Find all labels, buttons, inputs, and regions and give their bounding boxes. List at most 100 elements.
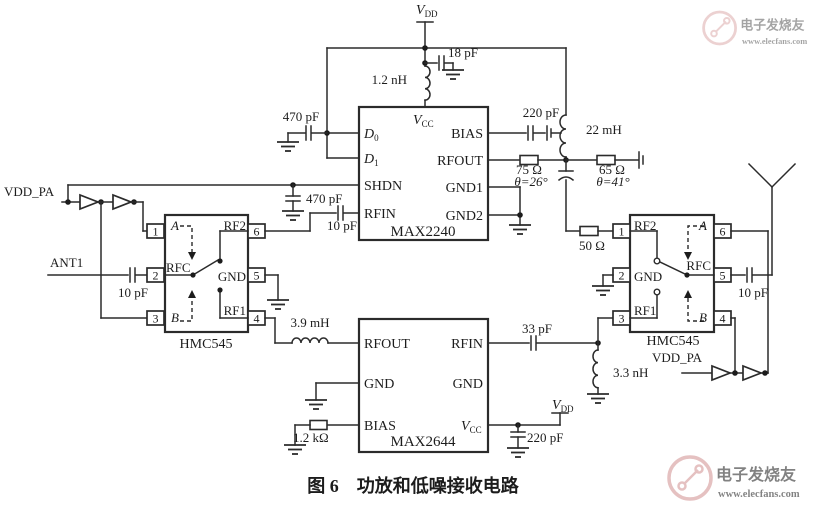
- d0-main: D: [363, 127, 374, 142]
- pin-number-2: 2: [153, 269, 159, 283]
- pin-label-bias: BIAS: [451, 127, 483, 142]
- vcc-subscript: CC: [422, 119, 434, 129]
- watermark-site: www.elecfans.com: [718, 489, 800, 500]
- buffer-icon: [711, 364, 733, 382]
- vdd-rail: VDD: [324, 3, 567, 159]
- chip-hmc545-right: 1 2 3 6 5 4 RF2 A GND RFC RF1 B HMC545: [591, 162, 797, 382]
- pin-label-d1: D1: [363, 152, 379, 168]
- port-label-rf2: RF2: [224, 218, 246, 233]
- capacitor-10pf-rfin-label: 10 pF: [327, 218, 357, 233]
- pin-number-1: 1: [619, 225, 625, 239]
- watermark-bottom-right: 电子发烧友 www.elecfans.com: [667, 455, 800, 501]
- pin-number-4: 4: [720, 312, 726, 326]
- pin-number-5: 5: [254, 269, 260, 283]
- vcc-subscript: CC: [470, 425, 482, 435]
- pin-number-3: 3: [619, 312, 625, 326]
- chip-name-hmc545-right: HMC545: [647, 334, 700, 349]
- coil-icon: [592, 349, 599, 389]
- pin-label-gnd-right: GND: [453, 377, 483, 392]
- capacitor-470pf-d0-label: 470 pF: [283, 109, 319, 124]
- resistor-1.2k: [309, 419, 328, 431]
- pin-number-5: 5: [720, 269, 726, 283]
- watermark-logo-dot: [694, 464, 704, 474]
- ground-icon: [283, 444, 307, 455]
- resistor-1.2k-label: 1.2 kΩ: [293, 430, 329, 445]
- port-label-a: A: [698, 218, 707, 233]
- watermark-logo-icon: [702, 10, 738, 46]
- ground-icon: [304, 399, 328, 410]
- switch-arm: [191, 258, 220, 277]
- junction-dot: [65, 199, 71, 205]
- antenna-icon: [747, 162, 797, 276]
- watermark-logo-dot: [677, 481, 687, 491]
- chip-hmc545-left: 1 2 3 6 5 4 A RF2 RFC GND B RF1 HMC545: [146, 205, 360, 352]
- vdd2-subscript: DD: [561, 404, 574, 414]
- resistor-50ohm-label: 50 Ω: [579, 238, 605, 253]
- chip-name-max2644: MAX2644: [390, 434, 456, 450]
- vdd-net-label: VDD: [416, 3, 438, 19]
- watermark-top-right: 电子发烧友 www.elecfans.com: [702, 10, 807, 46]
- port-label-rf1: RF1: [224, 303, 246, 318]
- capacitor-220pf-bias-label: 220 pF: [523, 105, 559, 120]
- figure-caption: 图 6 功放和低噪接收电路: [307, 475, 519, 496]
- inductor-3.3nh-label: 3.3 nH: [613, 365, 648, 380]
- pin-label-shdn: SHDN: [364, 179, 402, 194]
- pin-number-6: 6: [720, 225, 726, 239]
- resistor-65ohm-label: 65 Ω: [599, 162, 625, 177]
- bias-network: 220 pF 22 mH: [487, 47, 622, 161]
- coil-icon: [559, 114, 567, 158]
- d1-subscript: 1: [374, 158, 379, 168]
- pin-number-2: 2: [619, 269, 625, 283]
- vdd-subscript: DD: [425, 9, 438, 19]
- chip-name-hmc545-left: HMC545: [180, 337, 233, 352]
- pin-label-bias: BIAS: [364, 419, 396, 434]
- control-a-dashed-line: [180, 225, 193, 252]
- chip-max2644: RFOUT GND BIAS RFIN GND VCC MAX2644 1.2 …: [283, 317, 648, 458]
- resistor-50ohm: [579, 225, 599, 237]
- ant1-label: ANT1: [50, 255, 83, 270]
- junction-dot: [762, 370, 768, 376]
- capacitor-33pf-label: 33 pF: [522, 321, 552, 336]
- inductor-3.9mh-label: 3.9 mH: [291, 315, 330, 330]
- vdd2-main: V: [552, 398, 562, 413]
- ground-icon: [586, 393, 610, 404]
- capacitor-10pf-ant-right-label: 10 pF: [738, 285, 768, 300]
- junction-dot: [422, 45, 428, 51]
- port-label-gnd: GND: [634, 269, 662, 284]
- vcc-main: V: [413, 113, 423, 128]
- vdd-pa-left-label: VDD_PA: [4, 184, 55, 199]
- ground-icon: [441, 69, 465, 80]
- watermark-brand: 电子发烧友: [740, 18, 804, 33]
- vdd-main: V: [416, 3, 426, 18]
- pin-label-gnd1: GND1: [446, 181, 483, 196]
- watermark-brand: 电子发烧友: [716, 465, 797, 484]
- watermark-site: www.elecfans.com: [742, 37, 807, 46]
- vdd-pa-left-network: VDD_PA: [4, 184, 148, 319]
- port-label-b: B: [171, 310, 179, 325]
- arrow-up-icon: [188, 290, 196, 298]
- pin-label-gnd2: GND2: [446, 209, 483, 224]
- inductor-22mh-label: 22 mH: [586, 122, 622, 137]
- pin-label-rfout: RFOUT: [364, 337, 410, 352]
- pin-number-1: 1: [153, 225, 159, 239]
- ground-icon: [266, 299, 290, 310]
- junction-dot: [732, 370, 738, 376]
- shdn-network: 470 pF: [67, 182, 360, 221]
- port-label-b: B: [699, 310, 707, 325]
- ground-icon: [276, 141, 300, 152]
- pin-label-rfin: RFIN: [364, 207, 396, 222]
- switch-contact: [653, 257, 661, 265]
- port-label-gnd: GND: [218, 269, 246, 284]
- ground-icon: [506, 447, 530, 458]
- rfout-network: 75 Ω θ=26° 65 Ω θ=41° 50 Ω: [487, 151, 644, 253]
- gnd1-gnd2-network: [487, 186, 532, 235]
- watermark-logo-dot: [710, 29, 718, 38]
- ground-icon: [591, 285, 615, 296]
- control-a-dashed-line: [687, 225, 704, 252]
- chip-name-max2240: MAX2240: [390, 224, 455, 240]
- pin-number-3: 3: [153, 312, 159, 326]
- inductor-1.2nh-label: 1.2 nH: [372, 72, 407, 87]
- buffer-icon: [112, 193, 134, 211]
